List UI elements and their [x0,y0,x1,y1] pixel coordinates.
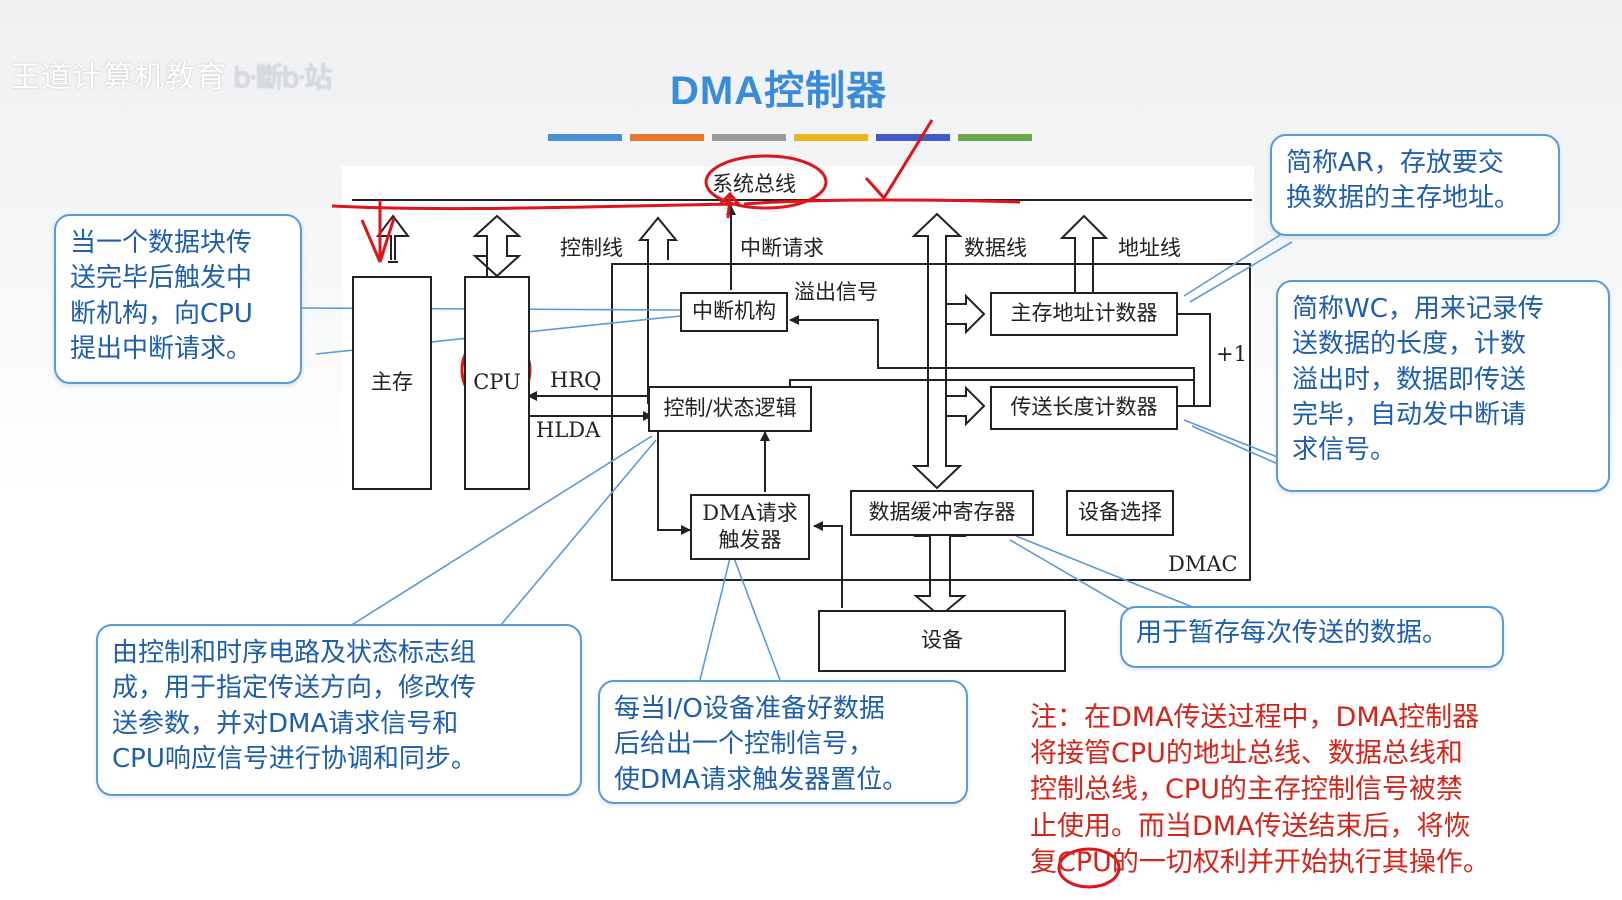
callout-line: 用于暂存每次传送的数据。 [1136,618,1449,648]
callout-line: 完毕，自动发中断请 [1292,400,1527,431]
ar-pointer-1 [1183,234,1281,297]
control-line-label: 控制线 [560,236,623,260]
callout-line: 断机构，向CPU [70,298,253,329]
control-to-trigger-line [657,432,691,535]
callout-word-count: 简称WC，用来记录传 送数据的长度，计数 溢出时，数据即传送 完毕，自动发中断请… [1276,280,1610,492]
note-line: 止使用。而当DMA传送结束后，将恢 [1030,810,1471,842]
plus-one-label: +1 [1216,342,1247,366]
callout-address-register: 简称AR，存放要交 换数据的主存地址。 [1270,134,1560,236]
callout-line: 后给出一个控制信号， [614,729,875,760]
callout-data-buffer: 用于暂存每次传送的数据。 [1120,606,1504,668]
control-logic-pointer-1 [349,435,653,627]
callout-line: 送数据的长度，计数 [1292,329,1527,360]
watermark-logo: b·斷b·站 [233,61,332,94]
main-memory-label: 主存 [371,370,413,395]
red-underline-annotation [331,198,1021,211]
trigger-pointer-2 [733,557,781,681]
title-color-bar [548,134,1032,141]
address-counter-input-arrow [946,293,986,335]
main-address-counter-box: 主存地址计数器 [990,292,1178,336]
device-to-trigger-line [813,521,843,608]
data-buffer-register-label: 数据缓冲寄存器 [868,500,1016,525]
callout-line: 换数据的主存地址。 [1286,183,1521,214]
transfer-length-counter-box: 传送长度计数器 [990,386,1178,430]
watermark-text: 王道计算机教育 [10,60,227,95]
note-line: 将接管CPU的地址总线、数据总线和 [1030,738,1463,770]
callout-line: 每当I/O设备准备好数据 [614,694,885,724]
interrupt-mechanism-label: 中断机构 [692,299,776,324]
callout-line: 求信号。 [1292,435,1397,466]
main-memory-box: 主存 [352,276,432,490]
callout-line: 提出中断请求。 [70,334,253,365]
transfer-note: 注：在DMA传送过程中，DMA控制器 将接管CPU的地址总线、数据总线和 控制总… [1030,700,1590,881]
data-buffer-register-box: 数据缓冲寄存器 [850,490,1034,536]
color-segment-6 [958,134,1032,141]
ar-pointer-2 [1189,241,1293,303]
red-arrow-to-memory [360,200,396,263]
callout-line: 简称WC，用来记录传 [1292,294,1544,324]
device-label: 设备 [921,628,963,653]
note-line: 注：在DMA传送过程中，DMA控制器 [1030,702,1480,733]
callout-request-trigger: 每当I/O设备准备好数据 后给出一个控制信号， 使DMA请求触发器置位。 [598,680,968,804]
hrq-label: HRQ [550,368,602,392]
cpu-bus-arrow [472,214,522,278]
length-counter-input-arrow [946,385,986,427]
memory-bus-arrow [376,214,410,263]
system-bus-label: 系统总线 [712,172,796,196]
callout-line: 使DMA请求触发器置位。 [614,764,909,795]
callout-line: CPU响应信号进行协调和同步。 [112,744,477,775]
dma-request-trigger-line1: DMA请求 [702,500,798,525]
color-segment-2 [630,134,704,141]
trigger-pointer-1 [699,557,731,681]
buffer-pointer-2 [1015,535,1201,611]
note-line: 控制总线，CPU的主存控制信号被禁 [1030,774,1463,806]
callout-line: 由控制和时序电路及状态标志组 [112,638,477,668]
cpu-box: CPU [464,276,530,490]
callout-line: 送参数，并对DMA请求信号和 [112,708,459,739]
red-check-mark [864,119,934,201]
control-status-logic-box: 控制/状态逻辑 [648,386,812,432]
color-segment-1 [548,134,622,141]
control-line-arrow [637,216,679,404]
red-circle-system-bus [704,154,828,210]
dma-request-trigger-box: DMA请求触发器 [690,494,810,560]
callout-line: 送完毕后触发中 [70,263,253,294]
color-segment-5 [876,134,950,141]
note-line: 复CPU的一切权利并开始执行其操作。 [1030,846,1490,878]
control-status-logic-label: 控制/状态逻辑 [663,396,797,421]
color-segment-3 [712,134,786,141]
device-box: 设备 [818,610,1066,672]
device-select-box: 设备选择 [1066,490,1174,536]
address-line-label: 地址线 [1118,236,1181,260]
interrupt-mechanism-box: 中断机构 [680,292,788,332]
callout-line: 当一个数据块传 [70,228,253,258]
increment-loop-line [1178,313,1211,407]
callout-line: 成，用于指定传送方向，修改传 [112,673,477,704]
control-logic-pointer-2 [499,439,657,627]
hlda-label: HLDA [536,418,601,442]
device-select-label: 设备选择 [1078,500,1162,525]
cpu-label: CPU [473,370,521,395]
interrupt-request-label: 中断请求 [740,236,824,260]
callout-interrupt-mechanism: 当一个数据块传 送完毕后触发中 断机构，向CPU 提出中断请求。 [54,214,302,384]
data-line-label: 数据线 [964,236,1027,260]
overflow-signal-label: 溢出信号 [794,280,878,304]
page-title: DMA控制器 [670,69,888,113]
main-address-counter-label: 主存地址计数器 [1010,301,1158,326]
address-line-arrow [1059,214,1109,292]
buffer-pointer-1 [1009,539,1131,611]
callout-line: 溢出时，数据即传送 [1292,364,1527,395]
color-segment-4 [794,134,868,141]
transfer-length-counter-label: 传送长度计数器 [1010,395,1158,420]
data-line-arrow [911,212,963,490]
red-circle-note-cpu [1057,847,1121,889]
callout-control-logic: 由控制和时序电路及状态标志组 成，用于指定传送方向，修改传 送参数，并对DMA请… [96,624,582,796]
wc-pointer-1 [1183,419,1291,463]
dma-request-trigger-line2: 触发器 [718,528,782,552]
dmac-label: DMAC [1168,552,1238,576]
callout-line: 简称AR，存放要交 [1286,148,1504,178]
